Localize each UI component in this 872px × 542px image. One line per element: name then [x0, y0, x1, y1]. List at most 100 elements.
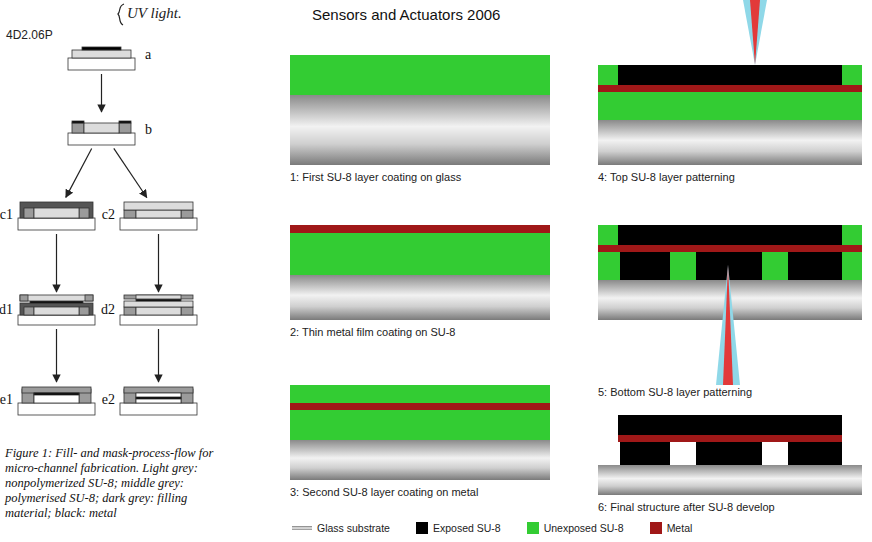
- stage-letter: c1: [0, 207, 13, 223]
- panel-3-drawing: [290, 410, 550, 440]
- stage-e1-drawing: [22, 387, 91, 393]
- stage-d2-drawing: [136, 307, 181, 315]
- process-step-panel: 1: First SU-8 layer coating on glass: [290, 55, 550, 165]
- flow-arrow: [158, 329, 159, 382]
- panel-5-drawing: [670, 252, 696, 280]
- stage-c2-drawing: [181, 210, 193, 218]
- stage-b-drawing: [68, 133, 135, 145]
- stage-c2-drawing: [120, 218, 197, 230]
- stage-c1-drawing: [24, 208, 34, 218]
- stage-d1-drawing: [20, 295, 28, 301]
- stage-d1-drawing: [20, 295, 93, 301]
- stage-c2-drawing: [124, 202, 193, 210]
- legend-text: Glass substrate: [317, 522, 390, 534]
- panel-5-drawing: [598, 252, 620, 280]
- stage-b-drawing: [68, 121, 135, 145]
- stage-d2-drawing: [181, 307, 193, 315]
- panel-3-drawing: [290, 403, 550, 410]
- panel-4-drawing: [598, 65, 618, 85]
- uv-beam-bottom: [723, 265, 733, 385]
- process-step-panel: 4: Top SU-8 layer patterning: [598, 65, 862, 165]
- stage-e1-drawing: [18, 387, 95, 415]
- stage-c1-drawing: [79, 208, 89, 218]
- process-stage: d2: [120, 295, 197, 325]
- panel-2-drawing: [290, 233, 550, 275]
- figure-caption: Figure 1: Fill- and mask-process-flow fo…: [5, 446, 217, 521]
- stage-d1-drawing: [18, 295, 95, 325]
- stage-d2-drawing: [136, 295, 181, 299]
- stage-a-drawing: [82, 47, 121, 50]
- stage-c1-drawing: [34, 208, 79, 218]
- stage-a-drawing: [68, 58, 135, 70]
- uv-beam-top: [743, 0, 767, 65]
- panel-3-drawing: [290, 385, 550, 480]
- stage-b-drawing: [72, 121, 84, 123]
- stage-d2-drawing: [124, 301, 193, 307]
- panel-6-drawing: [788, 442, 842, 465]
- stage-c2-drawing: [136, 210, 181, 218]
- panel-1-drawing: [290, 95, 550, 165]
- stage-c1-drawing: [20, 202, 93, 218]
- panel-6-drawing: [598, 415, 862, 495]
- stage-a-drawing: [68, 47, 135, 70]
- stage-b-drawing: [119, 121, 131, 123]
- stage-d1-drawing: [18, 315, 95, 325]
- stage-d2-drawing: [120, 315, 197, 325]
- panel-5-drawing: [598, 245, 862, 252]
- flow-arrow: [101, 74, 102, 112]
- panel-5-drawing: [598, 225, 618, 245]
- flow-arrow: [56, 234, 57, 292]
- panel-4-drawing: [598, 92, 862, 120]
- legend-swatch: [650, 522, 662, 534]
- flow-arrow: [158, 234, 159, 292]
- process-step-panel: 6: Final structure after SU-8 develop: [598, 415, 862, 495]
- process-stage: a: [68, 40, 135, 70]
- stage-d1-drawing: [24, 307, 34, 315]
- process-step-panel: 3: Second SU-8 layer coating on metal: [290, 385, 550, 480]
- process-stage: e2: [120, 385, 197, 415]
- uv-beam-bottom: [716, 265, 740, 385]
- legend-item: Exposed SU-8: [416, 522, 501, 534]
- stage-d1-drawing: [79, 307, 89, 315]
- stage-e2-drawing: [120, 387, 197, 415]
- stage-letter: b: [145, 122, 152, 138]
- step-caption: 3: Second SU-8 layer coating on metal: [290, 486, 478, 498]
- legend-item: Unexposed SU-8: [527, 522, 624, 534]
- panel-2-drawing: [290, 275, 550, 320]
- uv-beam-top: [743, 0, 767, 65]
- stage-d1-drawing: [34, 307, 79, 315]
- stage-e1-drawing: [34, 393, 79, 395]
- flow-arrow: [114, 148, 147, 197]
- stage-c1-drawing: [18, 202, 95, 230]
- panel-5-drawing: [762, 252, 788, 280]
- panel-4-drawing: [842, 65, 862, 85]
- stage-e2-drawing: [124, 387, 193, 393]
- stage-e1-drawing: [18, 403, 95, 415]
- flow-arrow: [56, 329, 57, 382]
- panel-5-drawing: [842, 225, 862, 245]
- stage-b-drawing: [119, 123, 131, 133]
- uv-beam-bottom: [716, 265, 740, 385]
- step-caption: 5: Bottom SU-8 layer patterning: [598, 386, 752, 398]
- legend-text: Unexposed SU-8: [544, 522, 624, 534]
- source-title: Sensors and Actuators 2006: [312, 6, 500, 23]
- process-stage: c1: [18, 200, 95, 230]
- panel-2-drawing: [290, 225, 550, 320]
- panel-3-drawing: [290, 385, 550, 403]
- panel-6-drawing: [618, 435, 842, 442]
- stage-d2-drawing: [124, 295, 193, 299]
- process-step-panel: 5: Bottom SU-8 layer patterning: [598, 225, 862, 320]
- stage-e2-drawing: [120, 403, 197, 415]
- panel-1-drawing: [290, 55, 550, 165]
- handwritten-note: UV light.: [127, 5, 182, 22]
- stage-d1-drawing: [20, 303, 93, 315]
- legend-swatch: [416, 522, 428, 534]
- panel-5-drawing: [842, 252, 862, 280]
- process-stage: c2: [120, 200, 197, 230]
- flow-arrow: [66, 149, 92, 198]
- stage-letter: e1: [0, 392, 13, 408]
- stage-letter: a: [145, 47, 151, 63]
- stage-e2-drawing: [136, 397, 181, 399]
